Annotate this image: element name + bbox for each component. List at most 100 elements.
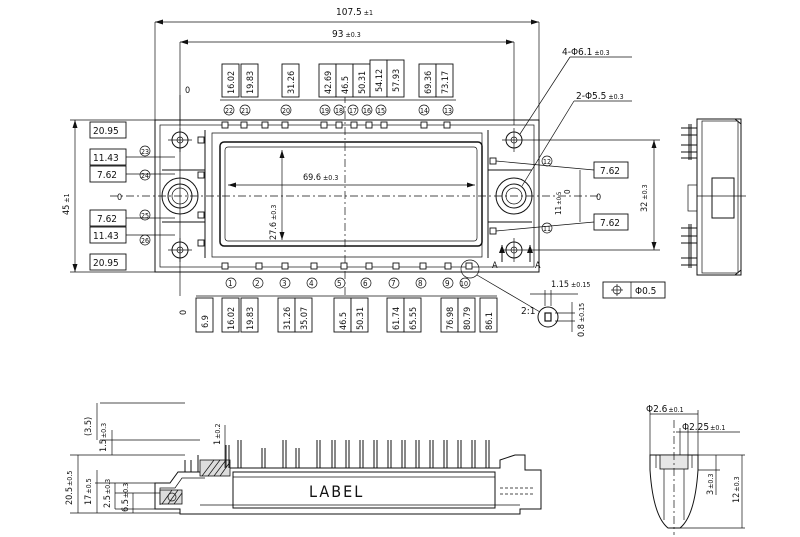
detail-pin-thickness: 0.8±0.15 <box>577 303 587 337</box>
svg-text:9: 9 <box>445 279 450 288</box>
top-dim-4: 42.69 <box>324 71 334 94</box>
svg-text:20: 20 <box>282 107 290 115</box>
top-dim-10: 73.17 <box>441 71 451 94</box>
offset-small-dim: 11±0.5 <box>554 192 563 215</box>
section-a-markers: A A <box>492 245 541 271</box>
svg-text:7.62: 7.62 <box>97 214 117 225</box>
svg-text:11: 11 <box>543 225 551 233</box>
dim-20-5: 20.5±0.5 <box>65 471 75 505</box>
top-dim-6: 50.31 <box>358 71 368 94</box>
svg-text:23: 23 <box>141 148 149 156</box>
svg-text:76.98: 76.98 <box>446 307 456 330</box>
terminal-hole-right <box>488 169 533 223</box>
svg-text:35.07: 35.07 <box>300 307 310 330</box>
svg-text:7.62: 7.62 <box>600 166 620 177</box>
svg-text:8: 8 <box>418 279 423 288</box>
svg-text:16: 16 <box>363 107 371 115</box>
bottom-pin-numbers: 1 2 3 4 5 6 7 8 9 10 <box>225 277 471 289</box>
dim-1: 1±0.2 <box>213 424 223 445</box>
svg-text:25: 25 <box>141 212 149 220</box>
svg-text:61.74: 61.74 <box>392 307 402 330</box>
svg-text:46.5: 46.5 <box>339 312 349 330</box>
bottom-pin-dims: 6.9 16.02 19.83 31.26 35.07 46.5 50.31 6… <box>195 295 498 333</box>
svg-text:2: 2 <box>255 279 260 288</box>
hole-callout-2: 2-Φ5.5±0.3 <box>576 91 624 102</box>
svg-text:17: 17 <box>349 107 357 115</box>
front-pins <box>225 440 490 468</box>
front-view: LABEL <box>65 402 542 515</box>
svg-text:12: 12 <box>543 158 551 166</box>
svg-text:A: A <box>492 261 498 271</box>
svg-text:50.31: 50.31 <box>356 307 366 330</box>
mounting-hole-bottom-right <box>502 238 526 262</box>
svg-text:1: 1 <box>228 279 233 288</box>
top-dim-5: 46.5 <box>341 76 351 94</box>
svg-text:65.55: 65.55 <box>409 307 419 330</box>
zero-top-label: 0 <box>185 86 190 96</box>
svg-text:5: 5 <box>337 279 342 288</box>
detail-pin-width: 1.15±0.15 <box>551 280 590 290</box>
front-left-dims: 20.5±0.5 17±0.5 (3.5) 1.5±0.3 2.5±0.3 6.… <box>65 402 226 514</box>
hole-spacing-right-dim: 32±0.3 <box>640 184 650 212</box>
inner-dia: Φ2.25±0.1 <box>682 422 725 433</box>
top-pin-row <box>221 121 451 129</box>
svg-text:18: 18 <box>335 107 343 115</box>
dim-6-5: 6.5±0.3 <box>121 483 131 512</box>
side-view <box>681 118 746 276</box>
outer-dia: Φ2.6±0.1 <box>646 404 684 415</box>
hole-callout-4: 4-Φ6.1±0.3 <box>562 47 610 58</box>
svg-text:21: 21 <box>241 107 249 115</box>
label-text: LABEL <box>309 482 364 501</box>
svg-text:13: 13 <box>444 107 452 115</box>
hatched-section <box>159 459 231 505</box>
dim-1-5: 1.5±0.3 <box>99 423 109 452</box>
svg-text:20.95: 20.95 <box>93 126 119 137</box>
position-tolerance: Φ0.5 <box>635 286 656 297</box>
detail-scale: 2:1 <box>521 306 535 317</box>
top-view: 107.5±1 93±0.3 69.6±0.3 27.6±0.3 <box>62 7 666 337</box>
right-dims: 12 11 7.62 7.62 11±0.5 0 32±0.3 <box>495 139 660 251</box>
svg-text:7: 7 <box>391 279 396 288</box>
top-dim-2: 19.83 <box>246 71 256 94</box>
svg-text:16.02: 16.02 <box>227 307 237 330</box>
svg-text:19.83: 19.83 <box>246 307 256 330</box>
top-dim-3: 31.26 <box>287 71 297 94</box>
socket-depth: 3±0.3 <box>706 474 716 495</box>
mount-spacing-dim: 93±0.3 <box>332 29 361 40</box>
label-window <box>219 141 483 247</box>
top-dim-8: 57.93 <box>392 69 402 92</box>
svg-text:24: 24 <box>141 172 149 180</box>
svg-text:4: 4 <box>309 279 314 288</box>
hole-callouts: 4-Φ6.1±0.3 2-Φ5.5±0.3 <box>519 47 632 187</box>
mounting-hole-top-right <box>502 128 526 152</box>
dim-3-5: (3.5) <box>84 417 94 436</box>
svg-text:6.9: 6.9 <box>201 315 211 328</box>
overall-height-dim: 45±1 <box>62 193 72 215</box>
pin-socket-detail: Φ2.6±0.1 Φ2.25±0.1 3±0.3 12±0.3 <box>646 404 745 535</box>
zero-bottom-label: 0 <box>179 310 189 315</box>
top-dim-1: 16.02 <box>227 71 237 94</box>
bottom-pin-row <box>221 262 473 270</box>
svg-text:14: 14 <box>420 107 428 115</box>
svg-text:20.95: 20.95 <box>93 258 119 269</box>
svg-text:0: 0 <box>563 189 572 194</box>
svg-text:3: 3 <box>282 279 287 288</box>
svg-text:7.62: 7.62 <box>600 218 620 229</box>
zero-right-label: 0 <box>596 193 601 203</box>
pin-detail: 2:1 1.15±0.15 0.8±0.15 Φ0.5 <box>460 259 666 337</box>
left-pin-numbers: 23 24 25 26 <box>139 145 151 246</box>
window-height-dim: 27.6±0.3 <box>269 205 279 240</box>
window-width-dim: 69.6±0.3 <box>303 173 338 183</box>
svg-text:7.62: 7.62 <box>97 170 117 181</box>
dim-17: 17±0.5 <box>84 478 94 505</box>
svg-text:A: A <box>535 261 541 271</box>
svg-text:26: 26 <box>141 237 149 245</box>
svg-text:6: 6 <box>363 279 368 288</box>
left-dims: 45±1 20.95 11.43 7.62 7.62 11.43 20.95 <box>62 119 175 273</box>
dim-2-5: 2.5±0.3 <box>103 479 113 508</box>
svg-text:11.43: 11.43 <box>93 153 119 164</box>
svg-text:22: 22 <box>225 107 233 115</box>
top-pin-dims: 16.02 19.83 31.26 42.69 46.5 50.31 54.12… <box>220 59 456 101</box>
overall-width-dim: 107.5±1 <box>336 7 373 18</box>
